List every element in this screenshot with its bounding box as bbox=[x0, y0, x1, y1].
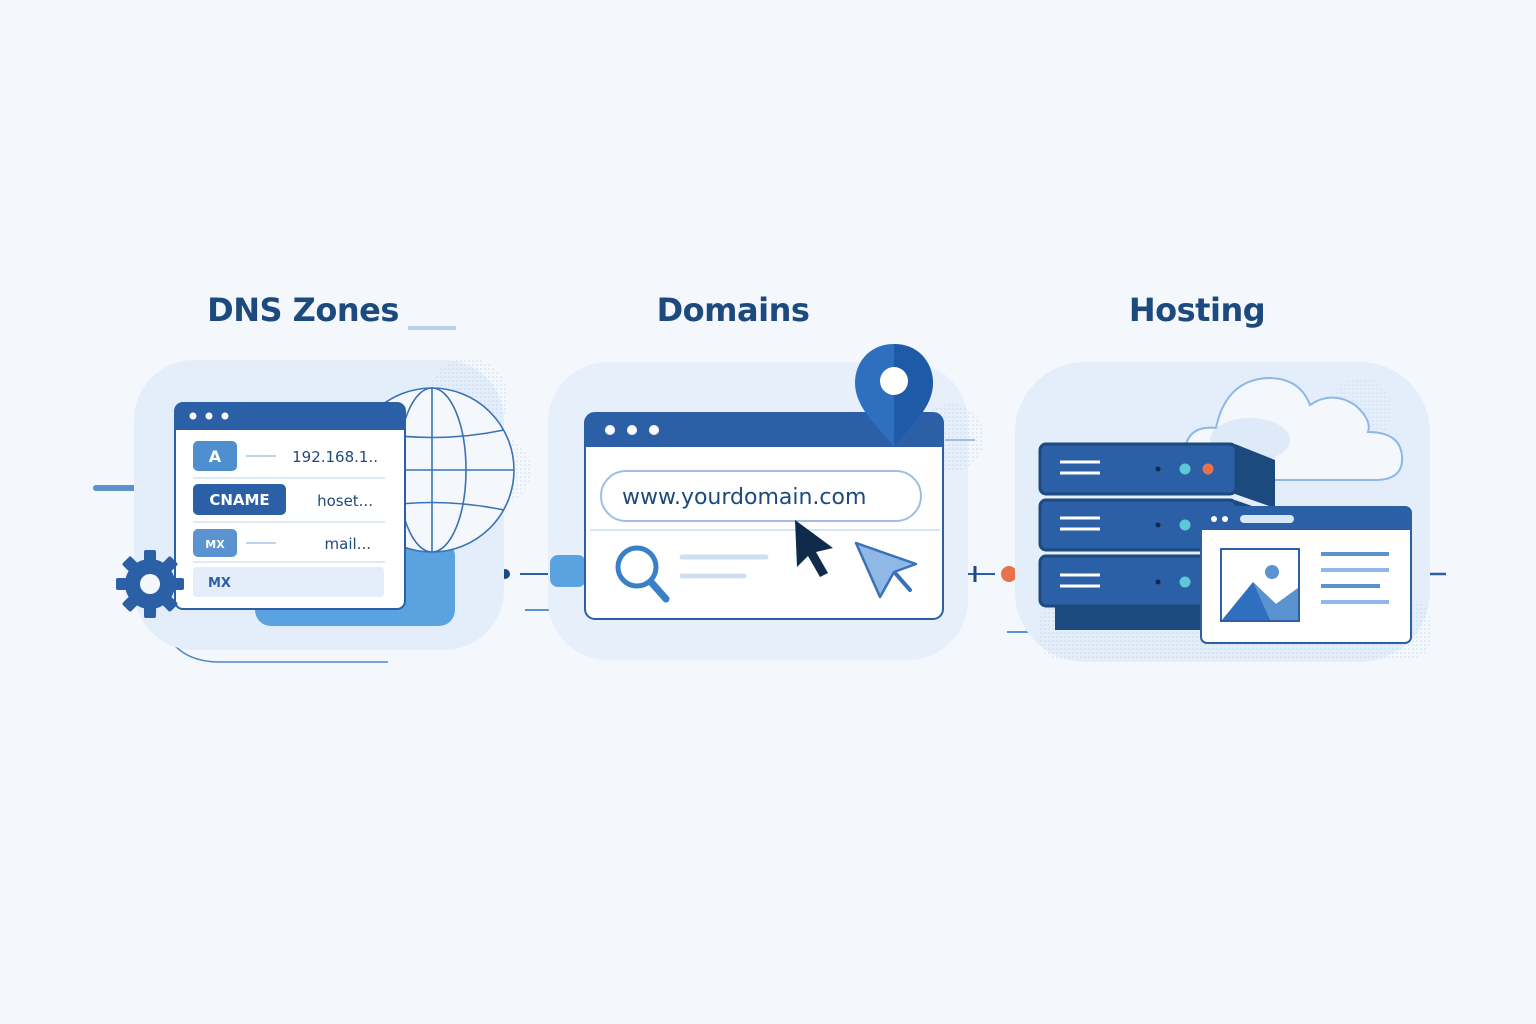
section-title-hosting: Hosting bbox=[1128, 291, 1266, 329]
record-type-label: MX bbox=[208, 576, 231, 591]
dns-record-mx: MX mail... bbox=[193, 529, 371, 557]
record-value: mail... bbox=[325, 535, 371, 553]
record-value: hoset... bbox=[317, 492, 373, 510]
dns-record-mx-2: MX bbox=[193, 567, 384, 597]
record-type-label: MX bbox=[205, 538, 225, 551]
search-icon bbox=[615, 545, 670, 603]
dns-zones-illustration: A 192.168.1.. CNAME hoset... MX mail... bbox=[116, 358, 531, 650]
location-pin-icon bbox=[855, 344, 933, 446]
image-icon bbox=[1220, 548, 1300, 622]
section-title-dns-zones: DNS Zones bbox=[207, 291, 399, 329]
record-value: 192.168.1.. bbox=[292, 448, 378, 466]
record-type-label: CNAME bbox=[209, 491, 269, 509]
domains-illustration: www.yourdomain.com bbox=[548, 344, 984, 660]
cursor-icon bbox=[795, 520, 833, 577]
domain-address-text: www.yourdomain.com bbox=[622, 485, 866, 510]
gear-icon bbox=[116, 550, 184, 618]
pointer-arrow-icon bbox=[854, 541, 918, 599]
domain-address-bar[interactable]: www.yourdomain.com bbox=[600, 470, 922, 522]
server-unit bbox=[1038, 442, 1275, 508]
dns-record-a: A 192.168.1.. bbox=[193, 441, 378, 471]
section-title-domains: Domains bbox=[656, 291, 810, 329]
domains-browser-window: www.yourdomain.com bbox=[584, 412, 944, 620]
dns-record-cname: CNAME hoset... bbox=[193, 484, 373, 515]
record-type-label: A bbox=[209, 447, 222, 466]
dns-window: A 192.168.1.. CNAME hoset... MX mail... bbox=[174, 402, 406, 610]
hosting-illustration bbox=[1015, 362, 1430, 662]
website-window bbox=[1200, 506, 1412, 644]
